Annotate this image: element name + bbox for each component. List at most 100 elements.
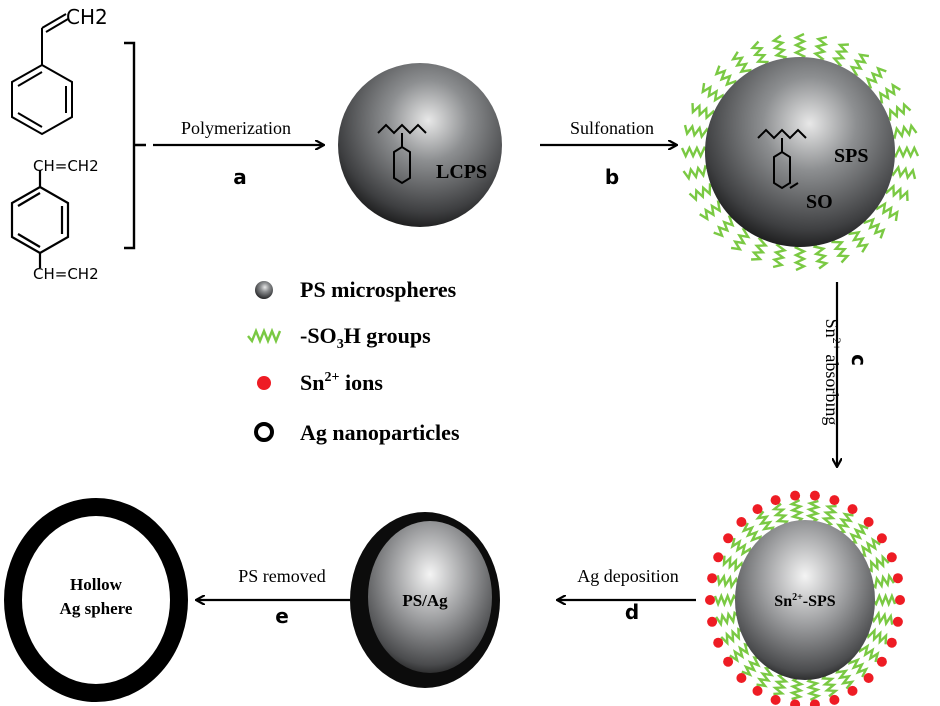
ag-nanoparticle-icon [254, 422, 274, 442]
sulfonated-polymer-structure [757, 128, 807, 190]
sulfonic-group-squiggle [716, 573, 740, 590]
sulfonic-group-squiggle [755, 510, 775, 533]
tin-ion-dot [847, 504, 858, 515]
sulfonic-group-squiggle [741, 656, 761, 677]
sulfonic-group-squiggle [729, 642, 751, 663]
tin-ion-dot [863, 517, 874, 527]
sulfonic-group-squiggle [859, 537, 881, 558]
sulfonic-group-squiggle [870, 610, 894, 627]
tin-ion-dot [770, 694, 781, 705]
step-e-label: PS removed [238, 566, 326, 586]
dvb-bottom-label: CH=CH2 [33, 265, 99, 283]
ps-ag-label: PS/Ag [402, 591, 448, 610]
sulfonic-group-squiggle [771, 241, 788, 269]
styrene-ch2-label: CH2 [66, 5, 108, 29]
sulfonic-group-squiggle [821, 504, 838, 527]
sulfonic-group-squiggle [849, 53, 870, 77]
sulfonic-group-squiggle [793, 243, 807, 272]
tin-ion-dot [770, 495, 781, 506]
tin-ion-dot [895, 595, 905, 605]
lcps-label: LCPS [436, 161, 487, 183]
sulfonic-group-squiggle [835, 512, 854, 534]
sulfonic-group-squiggle [866, 553, 890, 573]
tin-ion-dot [886, 552, 897, 563]
sulfonic-groups [680, 32, 920, 272]
legend-sn: Sn2+ ions [300, 370, 383, 395]
legend-ps: PS microspheres [300, 277, 457, 302]
step-a-label: Polymerization [181, 118, 291, 138]
sulfonic-group-squiggle [875, 201, 899, 222]
sulfonic-group-squiggle [812, 241, 829, 270]
tin-ion-dot [736, 673, 747, 683]
tin-ion-dot [886, 637, 897, 648]
sulfonic-group-squiggle [872, 592, 897, 608]
tin-ion-dot [829, 495, 840, 506]
sulfonic-group-squiggle [812, 35, 829, 63]
dvb-top-label: CH=CH2 [33, 157, 99, 175]
tin-ion-dot [892, 616, 903, 627]
sulfonic-group-squiggle [889, 164, 917, 181]
tin-ion-dot [863, 673, 874, 683]
sps-sphere [705, 57, 895, 247]
tin-ion-dot [790, 699, 801, 706]
sulfonic-group-squiggle [756, 666, 775, 688]
sps-group-label: SO [806, 191, 833, 213]
step-c-letter: c [847, 354, 871, 366]
sulfonic-group-squiggle [751, 235, 769, 261]
sulfonic-group-squiggle [688, 183, 716, 203]
sulfonic-group-squiggle [805, 499, 821, 524]
sulfonic-group-squiggle [772, 673, 789, 696]
tin-ion-dot [707, 573, 718, 584]
bracket [124, 41, 146, 250]
sulfonic-group-squiggle [699, 200, 724, 222]
tin-ion-dot [736, 517, 747, 527]
sulfonic-group-squiggle [789, 676, 805, 701]
tin-ion-dot [705, 595, 715, 605]
tin-ion-dot [723, 533, 734, 544]
sulfonic-group-squiggle [831, 236, 851, 264]
sulfonic-group-squiggle [788, 499, 805, 524]
sulfonic-group-squiggle [680, 145, 709, 159]
tin-ion-dot [713, 552, 724, 563]
sulfonic-group-squiggle [870, 572, 895, 590]
sulfonic-group-squiggle [863, 217, 886, 239]
sulfonic-group-squiggle [714, 65, 737, 87]
legend-so3h: -SO3H groups [300, 323, 431, 352]
tin-ion-dot [752, 685, 763, 696]
tin-ion-dot [809, 699, 820, 706]
lcps-sphere [338, 63, 502, 227]
step-e-letter: e [275, 604, 289, 628]
step-d-label: Ag deposition [577, 566, 679, 586]
tin-ion-dot [713, 637, 724, 648]
tin-ion-dot [723, 656, 734, 667]
polymer-structure [377, 123, 427, 185]
sulfonic-group-squiggle [883, 183, 909, 201]
divinylbenzene-structure [10, 170, 70, 268]
sulfonic-group-squiggle [730, 227, 751, 251]
sulfonic-group-squiggle [848, 228, 870, 253]
tin-ion-dot [829, 694, 840, 705]
tin-ion-dot [809, 490, 820, 501]
step-a-letter: a [233, 165, 247, 189]
sulfonic-group-squiggle [793, 32, 807, 61]
sulfonic-group-squiggle [849, 523, 869, 544]
sps-label: SPS [834, 145, 868, 167]
sulfonic-group-squiggle [722, 555, 745, 573]
hollow-label-line2: Ag sphere [60, 599, 133, 618]
sulfonic-group-squiggle [713, 592, 738, 608]
sulfonic-group-squiggle [889, 123, 918, 140]
sulfonic-groups-with-tin [705, 490, 905, 706]
sulfonic-group-squiggle [691, 103, 717, 121]
step-b-letter: b [605, 165, 619, 189]
sulfonic-group-squiggle [865, 66, 887, 89]
hollow-ag-sphere [4, 498, 188, 702]
sulfonic-group-squiggle [805, 676, 822, 701]
tin-ion-icon [257, 376, 271, 390]
sulfonic-group-squiggle [771, 34, 788, 63]
sulfonic-group-squiggle [831, 43, 849, 69]
sulfonic-group-squiggle [876, 82, 901, 104]
sulfonic-group-squiggle [715, 610, 740, 628]
sulfonic-group-squiggle [865, 627, 888, 645]
sulfonic-group-squiggle [682, 164, 711, 181]
